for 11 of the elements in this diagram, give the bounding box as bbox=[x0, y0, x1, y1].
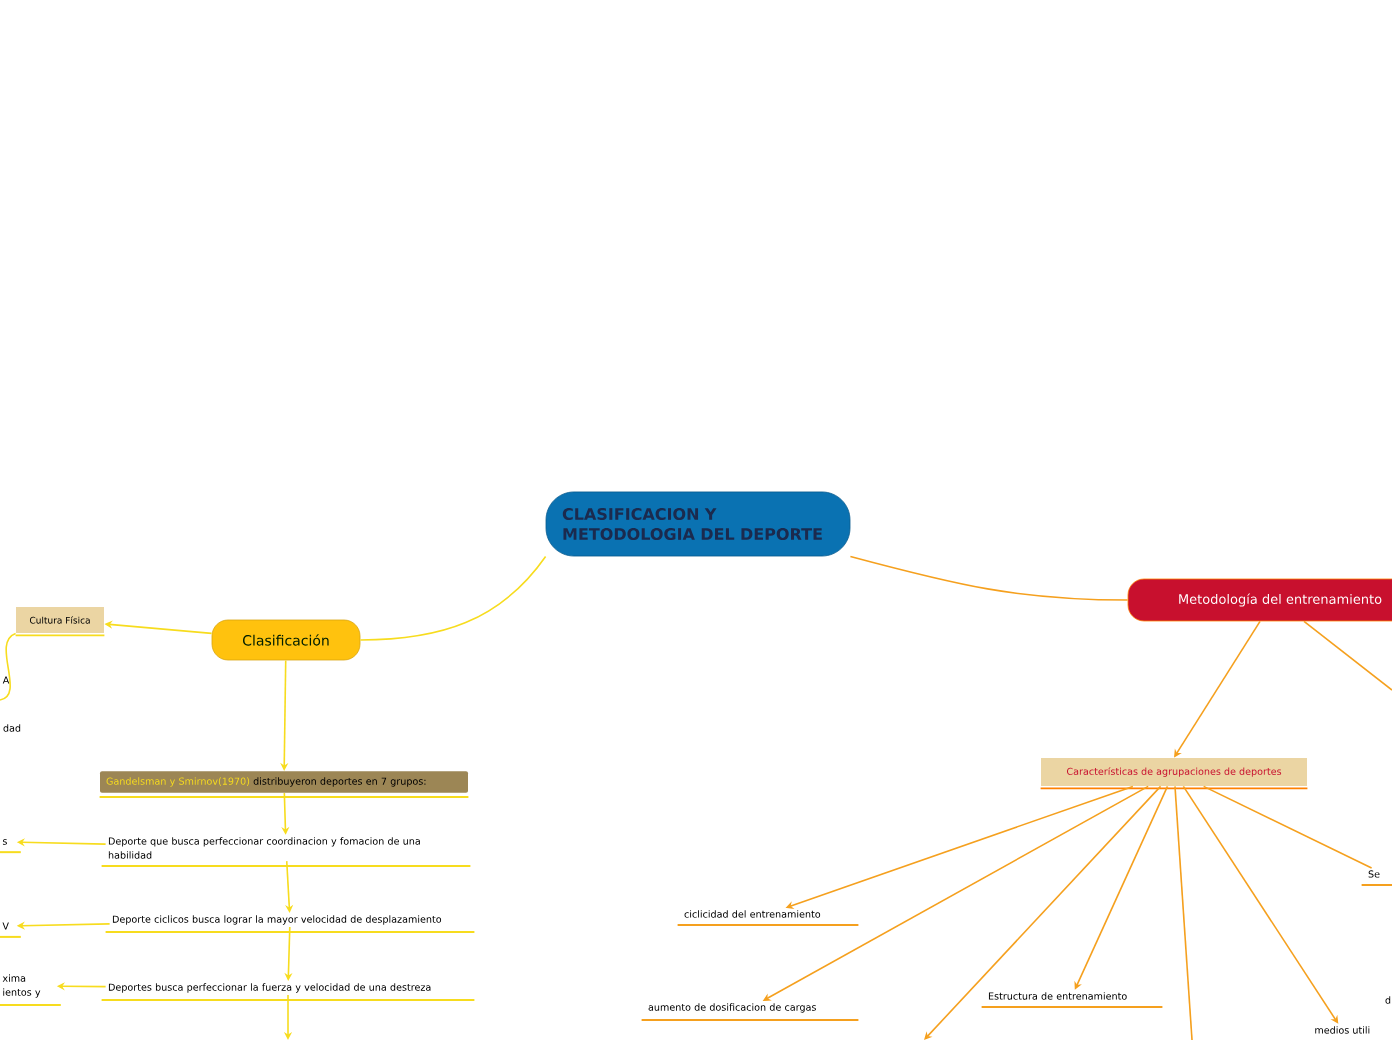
central-topic: CLASIFICACION Y METODOLOGIA DEL DEPORTE bbox=[545, 491, 851, 557]
connector-line bbox=[1303, 620, 1392, 691]
arrow bbox=[924, 785, 1162, 1040]
arrow bbox=[1074, 785, 1169, 990]
connector-line bbox=[0, 632, 17, 701]
connector-line bbox=[359, 555, 547, 641]
connector-line bbox=[1174, 785, 1193, 1040]
connector-line bbox=[1202, 785, 1373, 869]
arrow bbox=[1182, 785, 1339, 1024]
connector-line bbox=[849, 555, 1129, 601]
arrow bbox=[285, 860, 294, 913]
